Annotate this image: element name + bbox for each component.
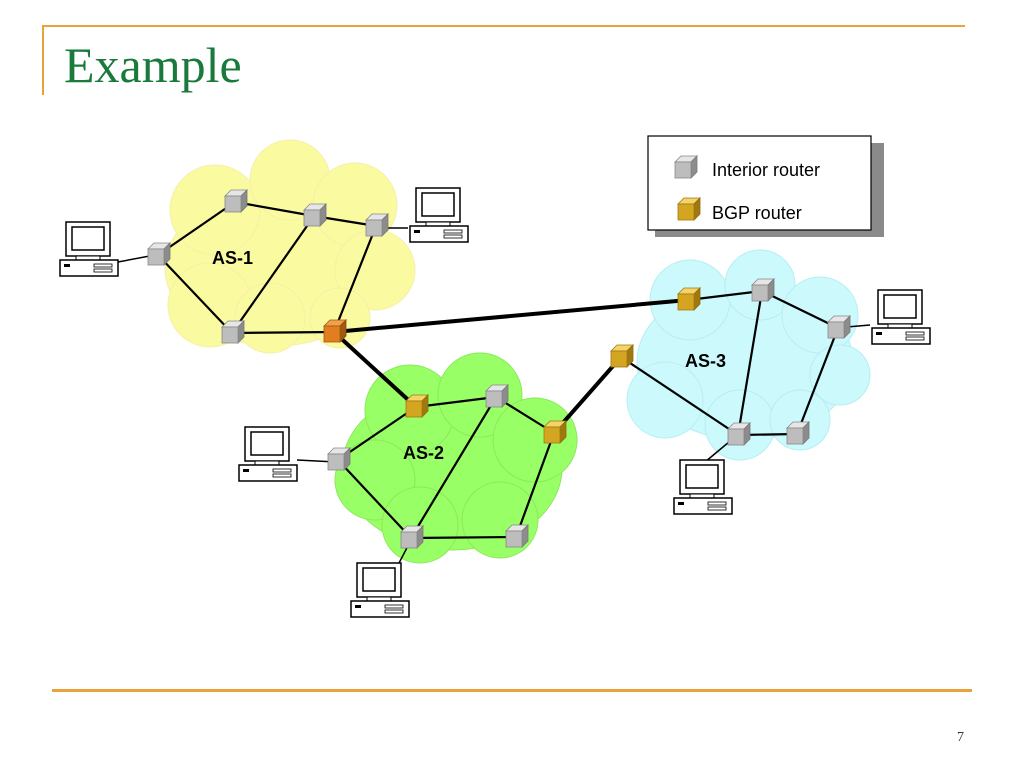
as-3-cloud xyxy=(626,249,871,461)
bgp-router-icon xyxy=(677,287,701,311)
interior-router-icon xyxy=(221,320,245,344)
interior-router-icon xyxy=(303,203,327,227)
interior-router-icon xyxy=(400,525,424,549)
interior-router-icon xyxy=(224,189,248,213)
as-2-label: AS-2 xyxy=(403,443,444,463)
legend-interior-label: Interior router xyxy=(712,160,820,180)
interior-router-icon xyxy=(365,213,389,237)
as-2-cloud xyxy=(334,352,578,564)
legend-bgp-label: BGP router xyxy=(712,203,802,223)
top-divider xyxy=(42,25,965,27)
title-accent-bar xyxy=(42,25,44,95)
legend: Interior router BGP router xyxy=(647,135,884,237)
interior-router-icon xyxy=(327,447,351,471)
computer-icon xyxy=(350,562,410,618)
bgp-router-icon xyxy=(610,344,634,368)
as-1-cloud xyxy=(164,139,416,354)
computer-icon xyxy=(673,459,733,515)
interior-router-icon xyxy=(147,242,171,266)
bgp-router-icon xyxy=(323,319,347,343)
interior-router-icon xyxy=(485,384,509,408)
computer-icon xyxy=(238,426,298,482)
interior-router-icon xyxy=(786,421,810,445)
interior-router-icon xyxy=(727,422,751,446)
inter-as-links xyxy=(332,298,689,435)
as-1-label: AS-1 xyxy=(212,248,253,268)
slide-title: Example xyxy=(64,37,242,93)
as-3-label: AS-3 xyxy=(685,351,726,371)
page-number: 7 xyxy=(957,730,964,745)
interior-router-icon xyxy=(827,315,851,339)
interior-router-icon xyxy=(751,278,775,302)
bgp-router-icon xyxy=(405,394,429,418)
computer-icon xyxy=(409,187,469,243)
computer-icon xyxy=(59,221,119,277)
bottom-divider xyxy=(52,689,972,692)
computer-icon xyxy=(871,289,931,345)
bgp-router-icon xyxy=(677,197,701,221)
interior-router-icon xyxy=(674,155,698,179)
bgp-router-icon xyxy=(543,420,567,444)
interior-router-icon xyxy=(505,524,529,548)
